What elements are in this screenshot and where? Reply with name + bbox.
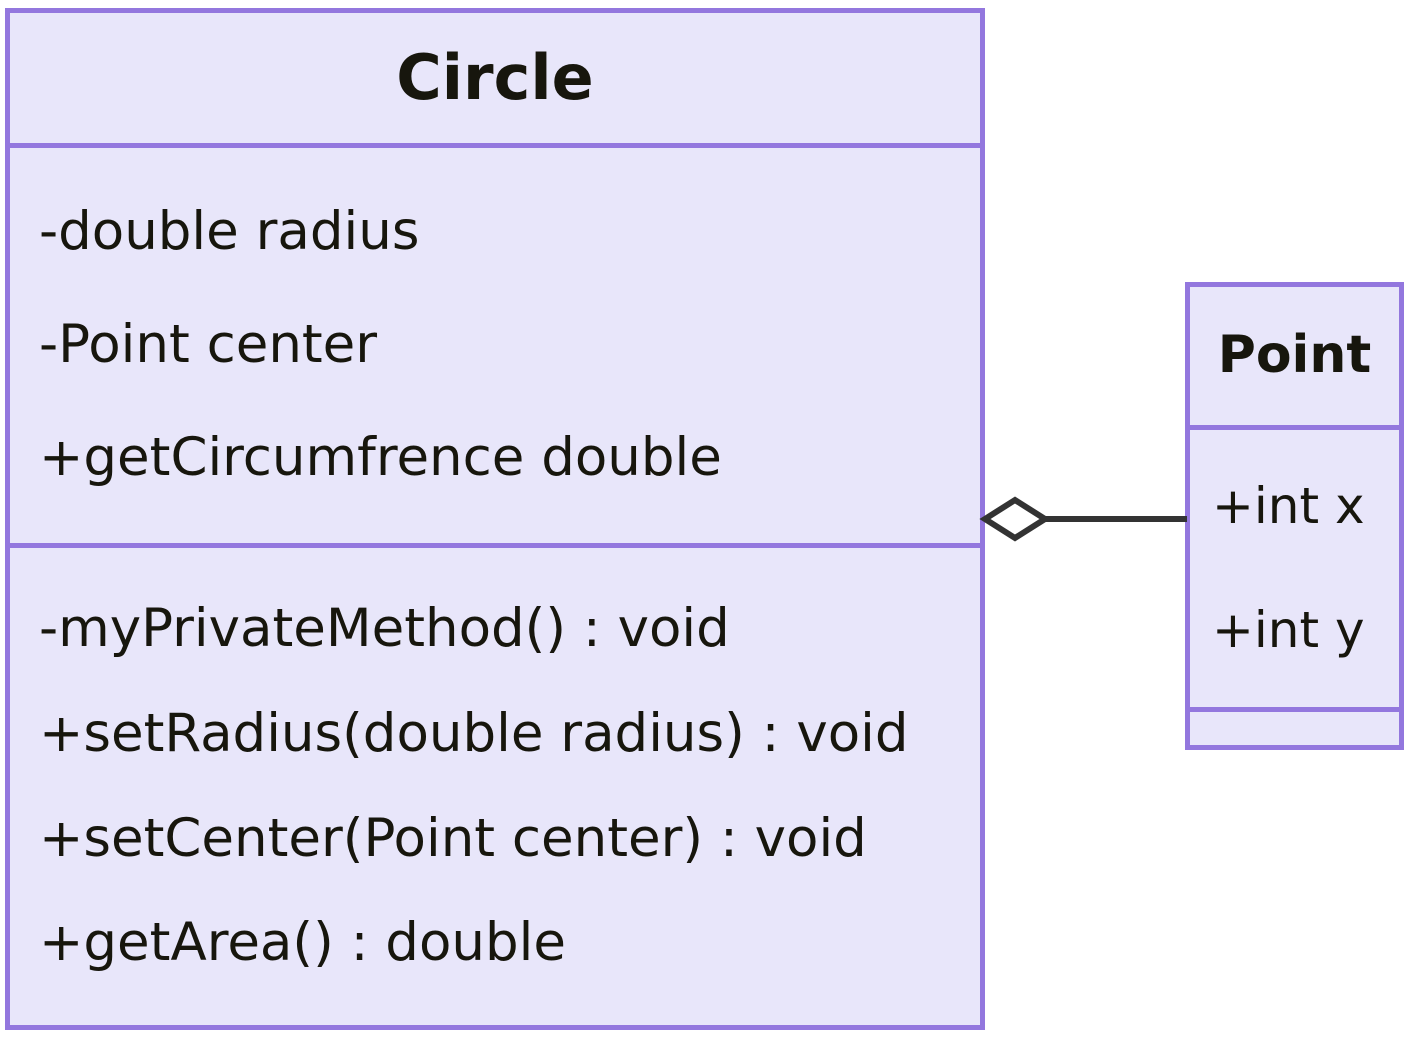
class-point-attribute: +int y — [1212, 600, 1365, 659]
class-circle-attributes-compartment: -double radius -Point center +getCircumf… — [10, 143, 980, 543]
class-circle-method: +setRadius(double radius) : void — [39, 702, 909, 764]
aggregation-relationship-circle-point[interactable] — [975, 488, 1195, 552]
class-point-title-compartment: Point — [1190, 287, 1399, 425]
class-circle-method: +getArea() : double — [39, 912, 566, 974]
class-circle-attribute: -Point center — [39, 314, 378, 376]
hollow-diamond-icon — [979, 496, 1051, 542]
uml-class-circle[interactable]: Circle -double radius -Point center +get… — [5, 8, 985, 1030]
class-point-attribute: +int x — [1212, 477, 1365, 535]
uml-class-point[interactable]: Point +int x +int y — [1185, 282, 1404, 750]
class-circle-method: +setCenter(Point center) : void — [39, 807, 867, 869]
class-point-name: Point — [1217, 325, 1372, 386]
class-circle-methods-compartment: -myPrivateMethod() : void +setRadius(dou… — [10, 543, 980, 1025]
class-point-methods-compartment — [1190, 707, 1399, 745]
class-circle-method: -myPrivateMethod() : void — [39, 597, 730, 659]
class-circle-title-compartment: Circle — [10, 13, 980, 143]
class-point-attributes-compartment: +int x +int y — [1190, 425, 1399, 707]
class-circle-attribute: -double radius — [39, 201, 420, 263]
class-circle-attribute: +getCircumfrence double — [39, 426, 722, 488]
class-circle-name: Circle — [396, 40, 594, 114]
